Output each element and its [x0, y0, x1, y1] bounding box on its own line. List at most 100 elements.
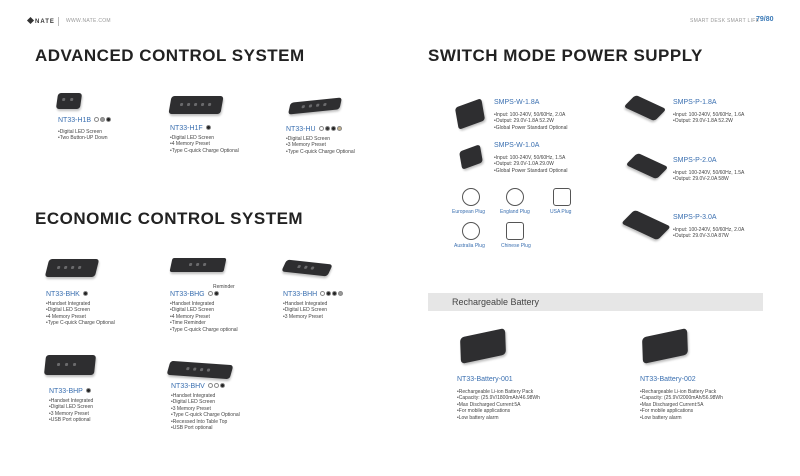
spec-list: Handset IntegratedDigital LED Screen3 Me…	[49, 398, 94, 424]
product-h1f: NT33-H1F Digital LED Screen4 Memory Pres…	[170, 125, 239, 154]
color-swatches	[320, 291, 344, 298]
product-bhh: NT33-BHH Handset IntegratedDigital LED S…	[283, 291, 344, 320]
color-swatch	[330, 126, 336, 131]
battery-section-title: Rechargeable Battery	[452, 297, 540, 307]
spec-item: Handset Integrated	[283, 301, 344, 307]
spec-item: Input: 100-240V, 50/60Hz, 1.5A	[673, 170, 745, 176]
spec-list: Rechargeable Li-ion Battery PackCapacity…	[640, 389, 723, 421]
spec-item: 3 Memory Preset	[283, 314, 344, 320]
plug-label: Chinese Plug	[501, 243, 531, 249]
spec-item: Output: 29.0V-2.0A 58W	[673, 176, 744, 182]
page-numbers: 79/80	[756, 16, 774, 23]
color-swatch	[324, 126, 330, 131]
header-divider	[58, 17, 59, 26]
spec-item: Digital LED Screen	[283, 307, 344, 313]
brand-name: NATE	[35, 19, 55, 25]
spec-item: Low battery alarm	[640, 415, 723, 421]
brand-logo: NATE	[26, 16, 55, 25]
header-tagline: SMART DESK SMART LIFE	[690, 18, 760, 24]
product-battery-001: NT33-Battery-001 Rechargeable Li-ion Bat…	[457, 376, 540, 421]
economic-section-title: ECONOMIC CONTROL SYSTEM	[35, 209, 304, 228]
spec-item: Handset Integrated	[170, 301, 238, 307]
model-label: NT33-BHK	[46, 291, 115, 298]
color-swatches	[82, 291, 89, 298]
product-image-bhh	[281, 259, 333, 277]
product-smps-p-30a: SMPS-P-3.0A Input: 100-240V, 50/60Hz, 2.…	[673, 214, 744, 240]
product-image-h1b	[55, 93, 83, 109]
product-smps-w-18a: SMPS-W-1.8A Input: 100-240V, 50/60Hz, 2.…	[494, 99, 567, 131]
plug-label: Australia Plug	[454, 243, 485, 249]
spec-item: Rechargeable Li-ion Battery Pack	[640, 389, 723, 395]
spec-list: Digital LED Screen3 Memory PresetType C-…	[286, 136, 355, 155]
model-label: NT33-H1B	[58, 117, 112, 124]
color-swatch	[219, 383, 225, 388]
battery-section-bar	[428, 293, 763, 311]
spec-list: Handset IntegratedDigital LED Screen4 Me…	[46, 301, 115, 327]
color-swatches	[94, 117, 112, 124]
spec-item: Digital LED Screen	[170, 135, 239, 141]
spec-item: Input: 100-240V, 50/60Hz, 1.6A	[673, 112, 745, 118]
product-image-smps-p-18a	[623, 94, 667, 122]
website-url[interactable]: WWW.NATE.COM	[66, 18, 111, 24]
color-swatches	[207, 291, 220, 298]
model-label: NT33-BHG	[170, 291, 238, 298]
spec-item: Output: 29.0V-1.0A 29.0W	[494, 161, 567, 167]
model-label: SMPS-P-3.0A	[673, 214, 717, 221]
product-image-bhk	[44, 259, 100, 277]
spec-item: 3 Memory Preset	[286, 142, 355, 148]
spec-item: Type C-quick Charge Optional	[170, 148, 239, 154]
spec-item: Output: 29.0V-1.8A 52.2W	[673, 118, 744, 124]
color-swatch	[336, 126, 342, 131]
spec-item: Input: 100-240V, 50/60Hz, 2.0A	[673, 227, 745, 233]
color-swatch	[213, 383, 219, 388]
spec-item: Two Button-UP Down	[58, 135, 112, 141]
plug-label: USA Plug	[550, 209, 572, 215]
spec-list: Input: 100-240V, 50/60Hz, 2.0AOutput: 29…	[494, 112, 568, 131]
model-label: NT33-BHV	[171, 383, 240, 390]
spec-item: Max Discharged Current:5A	[457, 402, 540, 408]
spec-item: For mobile applications	[640, 408, 723, 414]
spec-item: For mobile applications	[457, 408, 540, 414]
usa-plug-icon	[553, 188, 571, 206]
color-swatch	[100, 117, 106, 122]
product-image-h1f	[168, 96, 224, 114]
spec-item: Type C-quick Charge optional	[170, 327, 238, 333]
reminder-callout: Reminder	[213, 284, 235, 290]
plug-label: England Plug	[500, 209, 530, 215]
model-label: SMPS-W-1.0A	[494, 142, 540, 149]
color-swatches	[207, 383, 226, 390]
spec-item: 4 Memory Preset	[170, 314, 238, 320]
product-smps-p-18a: SMPS-P-1.8A Input: 100-240V, 50/60Hz, 1.…	[673, 99, 744, 125]
model-label: SMPS-P-2.0A	[673, 157, 717, 164]
spec-item: Global Power Standard Optional	[494, 168, 568, 174]
spec-list: Rechargeable Li-ion Battery PackCapacity…	[457, 389, 540, 421]
product-image-bhp	[43, 355, 97, 375]
color-swatches	[85, 388, 92, 395]
product-image-smps-p-20a	[625, 152, 669, 180]
spec-item: Input: 100-240V, 50/60Hz, 1.5A	[494, 155, 567, 161]
color-swatch	[326, 291, 332, 296]
spec-item: Output: 29.0V-1.8A 52.2W	[494, 118, 567, 124]
spec-item: 4 Memory Preset	[170, 141, 239, 147]
product-image-battery-002	[642, 328, 688, 364]
color-swatches	[318, 126, 343, 133]
spec-list: Digital LED ScreenTwo Button-UP Down	[58, 129, 112, 142]
spec-item: Digital LED Screen	[58, 129, 112, 135]
product-image-hu	[287, 97, 343, 115]
spec-item: Handset Integrated	[46, 301, 115, 307]
spec-list: Handset IntegratedDigital LED Screen3 Me…	[283, 301, 344, 320]
color-swatch	[332, 291, 338, 296]
spec-item: USB Port optional	[171, 425, 240, 431]
model-label: NT33-BHP	[49, 388, 93, 395]
spec-item: 3 Memory Preset	[171, 406, 240, 412]
spec-list: Input: 100-240V, 50/60Hz, 1.5AOutput: 29…	[494, 155, 568, 174]
spec-item: Global Power Standard Optional	[494, 125, 568, 131]
model-label: SMPS-P-1.8A	[673, 99, 717, 106]
plug-label: European Plug	[452, 209, 486, 215]
spec-item: Handset Integrated	[171, 393, 240, 399]
spec-item: 4 Memory Preset	[46, 314, 115, 320]
product-image-smps-p-30a	[621, 209, 671, 241]
color-swatches	[205, 125, 212, 132]
power-section-title: SWITCH MODE POWER SUPPLY	[428, 46, 703, 65]
product-image-smps-w-18a	[454, 98, 486, 130]
